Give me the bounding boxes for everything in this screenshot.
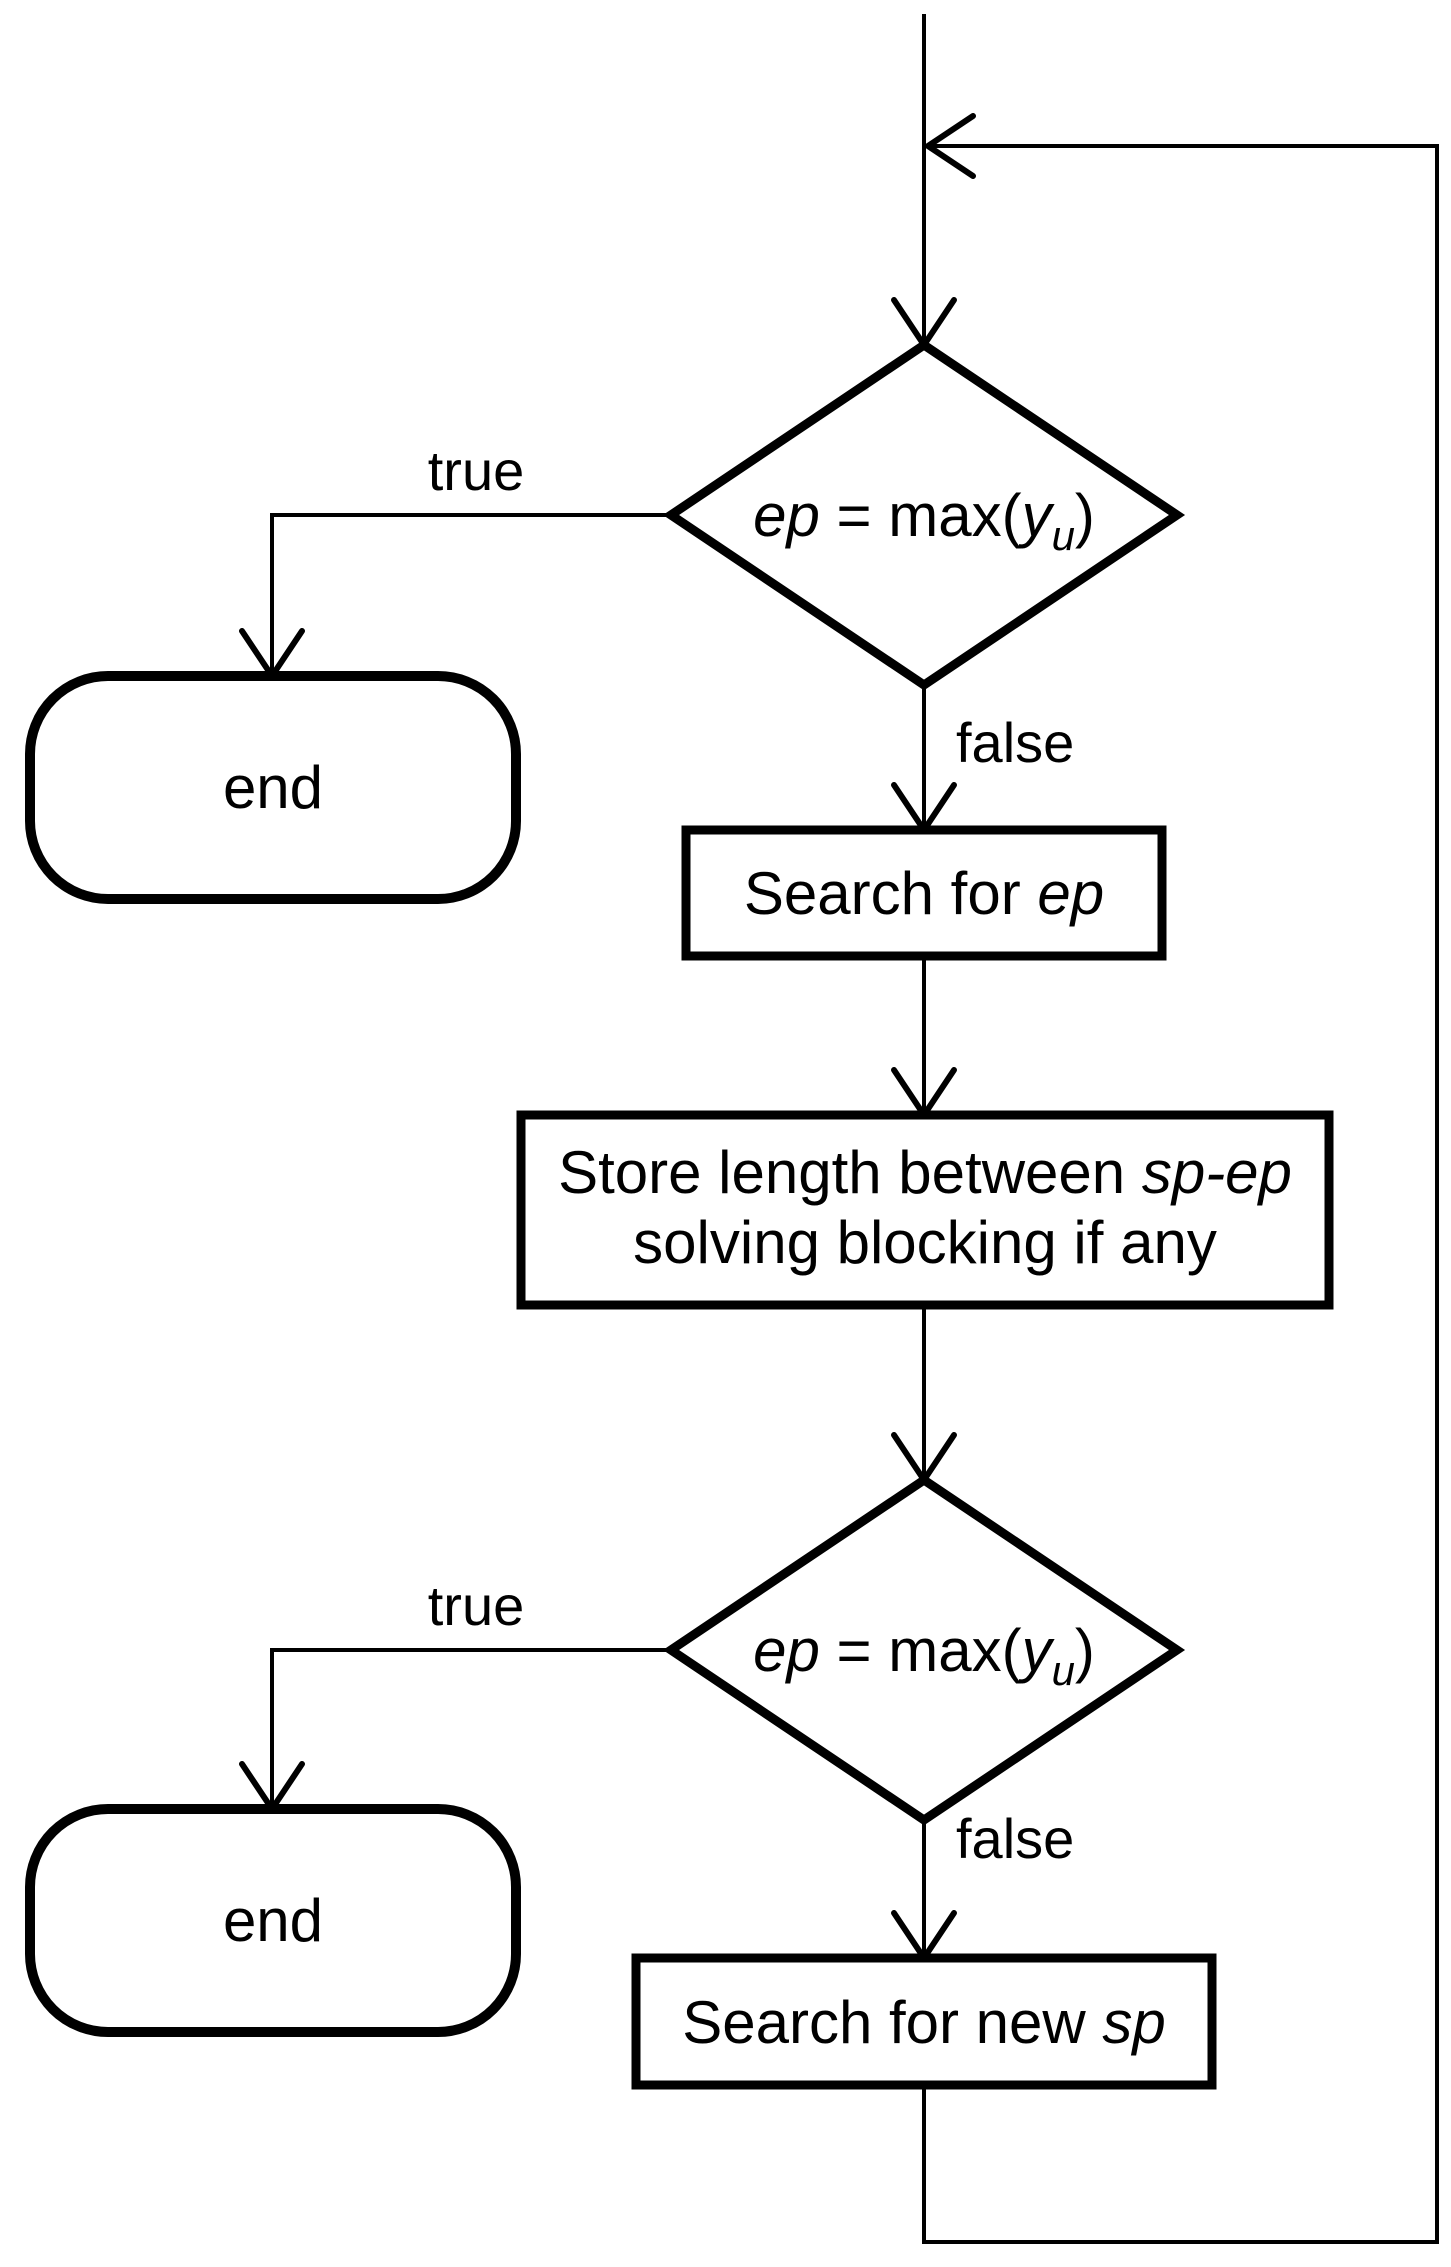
decision2-label-sub: u [1052, 1647, 1075, 1694]
connector-loop-return [922, 144, 1439, 2244]
decision1-label-eq: = max( [820, 482, 1022, 549]
connector-decision2-true [270, 1648, 671, 1809]
end-terminator-1 [25, 671, 521, 904]
search-ep-label-prefix: Search for [744, 860, 1037, 927]
store-label-line1-var: sp-ep [1142, 1139, 1292, 1206]
search-ep-label: Search for ep [744, 860, 1104, 927]
arrowhead-left-merge-icon [925, 113, 976, 179]
process-search-for-new-sp [631, 1953, 1217, 2090]
edge-label-true-1: true [428, 439, 525, 502]
search-ep-label-var: ep [1037, 860, 1104, 927]
decision2-label-eq: = max( [820, 1617, 1022, 1684]
store-label-line1: Store length between sp-ep [558, 1139, 1292, 1206]
end1-label: end [223, 754, 323, 821]
decision2-label-funcvar: y [1018, 1617, 1056, 1684]
decision2-label-var: ep [753, 1617, 820, 1684]
end2-label: end [223, 1887, 323, 1954]
decision1-label: ep = max(yu) [753, 482, 1095, 559]
decision1-label-funcvar: y [1018, 482, 1056, 549]
process-store-length [516, 1110, 1334, 1310]
edge-label-false-2: false [956, 1807, 1074, 1870]
decision2-label-close: ) [1075, 1617, 1095, 1684]
decision-ep-max-2 [662, 1474, 1186, 1826]
decision2-label: ep = max(yu) [753, 1617, 1095, 1694]
edge-label-true-2: true [428, 1574, 525, 1637]
decision1-label-close: ) [1075, 482, 1095, 549]
search-sp-label-prefix: Search for new [682, 1989, 1102, 2056]
process-search-for-ep [681, 825, 1167, 961]
edge-label-false-1: false [956, 711, 1074, 774]
decision1-label-var: ep [753, 482, 820, 549]
store-label-line2: solving blocking if any [633, 1209, 1217, 1276]
search-sp-label-var: sp [1102, 1989, 1165, 2056]
decision-ep-max-1 [662, 339, 1186, 691]
connector-decision1-true [270, 513, 671, 676]
search-sp-label: Search for new sp [682, 1989, 1166, 2056]
store-label-line1-prefix: Store length between [558, 1139, 1142, 1206]
decision1-label-sub: u [1052, 512, 1075, 559]
end-terminator-2 [25, 1804, 521, 2037]
